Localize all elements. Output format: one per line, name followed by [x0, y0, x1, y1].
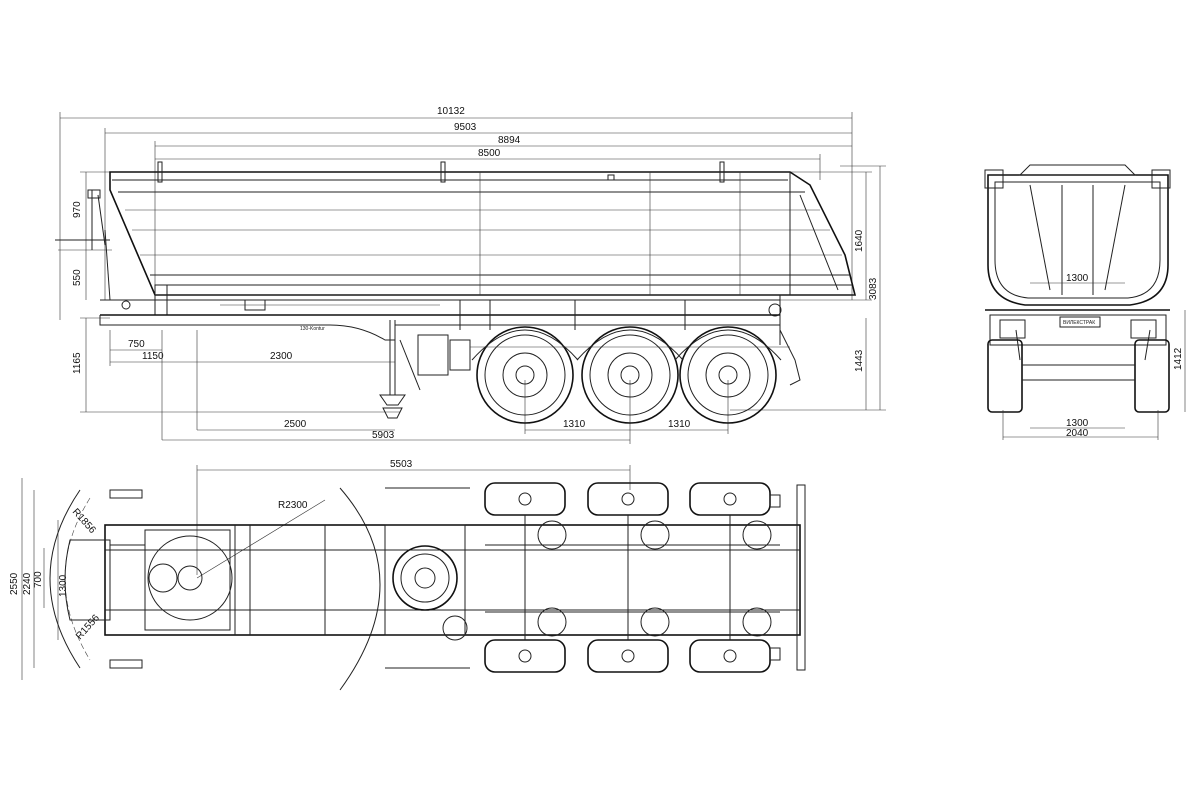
rear-body — [984, 164, 1171, 306]
dim-rear-overall-width: 2040 — [1066, 428, 1089, 439]
dim-body-height: 1640 — [854, 229, 865, 252]
axle-wheels — [470, 326, 801, 424]
rear-dimensions: 1300 1300 2040 1412 — [1002, 273, 1186, 440]
top-dimension-lines: 10132 9503 8894 8500 — [59, 106, 853, 320]
dim-front-wall: 970 — [72, 201, 83, 218]
top-frame — [64, 487, 801, 669]
dim-body-length-total: 9503 — [454, 122, 477, 133]
radius-arcs: R2300 R1856 R1556 — [49, 487, 381, 691]
wheel-3 — [674, 326, 782, 424]
rear-view: ВИЛЕКСТРАК 1300 1300 2040 1412 — [984, 164, 1186, 440]
dim-front-to-leg: 1150 — [142, 351, 164, 362]
dim-kingpin-to-center: 5903 — [372, 430, 395, 441]
tipper-body — [109, 161, 857, 296]
dim-leg-span: 2300 — [270, 351, 293, 362]
dim-kingpin-offset: 750 — [128, 339, 145, 350]
dim-front-radius-2: R1556 — [74, 612, 102, 642]
landing-gear — [379, 320, 471, 419]
dim-frame-height: 1443 — [854, 349, 865, 372]
chassis-frame: 130-Kontur — [99, 295, 782, 345]
dim-body-length: 8894 — [498, 135, 521, 146]
dim-kingpin-plate: 700 — [33, 571, 44, 588]
dim-kingpin-to-axle: 2500 — [284, 419, 307, 430]
dim-platform-length: 8500 — [478, 148, 501, 159]
wheel-2 — [576, 326, 684, 424]
top-axle-1 — [484, 482, 567, 673]
top-axles — [484, 482, 806, 673]
dim-rear-track: 1300 — [1066, 418, 1089, 429]
dim-kingpin-to-axle-top: 5503 — [390, 459, 413, 470]
chassis-plate-text: 130-Kontur — [300, 326, 325, 332]
dim-axle-spacing-2: 1310 — [668, 419, 691, 430]
dim-turn-radius: R2300 — [278, 500, 308, 511]
top-axle-3 — [689, 482, 772, 673]
bottom-dimensions: 750 1150 2300 2500 5903 1310 1310 — [109, 330, 729, 444]
dim-front-radius: R1856 — [70, 507, 98, 537]
dim-coupling-height: 1165 — [72, 352, 83, 374]
dim-axle-spacing-1: 1310 — [563, 419, 586, 430]
dim-top-inner-width: 1300 — [58, 574, 69, 597]
dim-rear-deck-height: 1412 — [1173, 347, 1184, 370]
dim-overall-length: 10132 — [437, 106, 465, 117]
side-view: 10132 9503 8894 8500 970 550 1165 — [55, 106, 886, 444]
dim-front-lower: 550 — [72, 269, 83, 286]
wheel-1 — [471, 326, 579, 424]
right-vertical-dimensions: 1640 3083 1443 — [730, 165, 886, 411]
top-dimensions: 5503 2550 2240 700 1300 — [9, 459, 631, 680]
dim-top-overall-width: 2550 — [9, 572, 20, 595]
dim-rear-inner-width: 1300 — [1066, 273, 1089, 284]
rear-chassis: ВИЛЕКСТРАК — [985, 309, 1170, 361]
rear-wheels — [987, 339, 1170, 413]
dim-top-frame-width: 2240 — [22, 572, 33, 595]
rear-plate-text: ВИЛЕКСТРАК — [1063, 320, 1095, 326]
top-view: 5503 2550 2240 700 1300 R2300 R1856 R155… — [9, 459, 806, 691]
top-axle-2 — [587, 482, 670, 673]
left-vertical-dimensions: 970 550 1165 — [58, 171, 400, 413]
dim-total-height: 3083 — [868, 277, 879, 300]
